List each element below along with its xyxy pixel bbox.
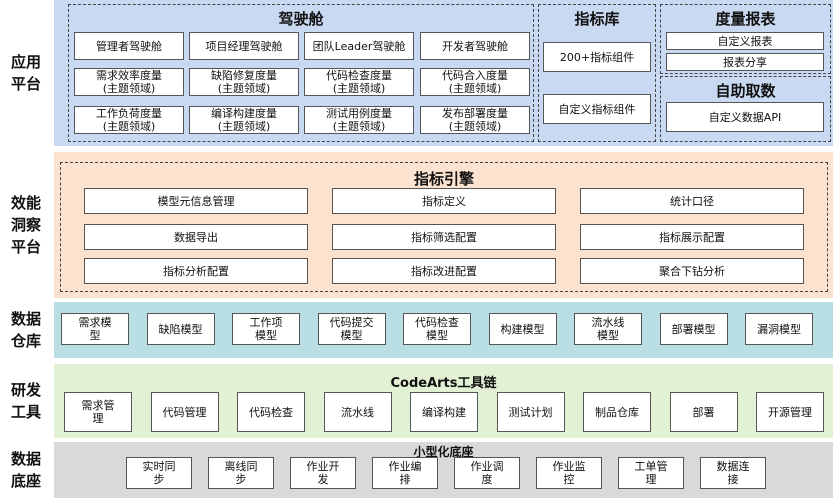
cockpit-item[interactable]: 工作负荷度量 (主题领域) xyxy=(74,106,184,134)
engine-item[interactable]: 指标展示配置 xyxy=(580,224,804,250)
layer-label-rdtools: 研发 工具 xyxy=(10,381,41,421)
cockpit-item[interactable]: 编译构建度量 (主题领域) xyxy=(189,106,299,134)
self-service-item[interactable]: 自定义数据API xyxy=(666,102,824,132)
layer-label-datawarehouse: 数据 仓库 xyxy=(10,310,41,350)
toolchain-item[interactable]: 代码管理 xyxy=(150,392,219,432)
toolchain-title: CodeArts工具链 xyxy=(390,376,497,391)
layer-label-efficiency: 效能 洞察 平台 xyxy=(10,194,41,256)
toolchain-item[interactable]: 开源管理 xyxy=(756,392,824,432)
base-item[interactable]: 数据连 接 xyxy=(700,457,766,489)
base-item[interactable]: 作业调 度 xyxy=(454,457,520,489)
rdtools-band: CodeArts工具链 需求管 理代码管理代码检查流水线编译构建测试计划制品仓库… xyxy=(54,364,833,438)
model-item[interactable]: 漏洞模型 xyxy=(745,313,813,345)
cockpit-item[interactable]: 代码合入度量 (主题领域) xyxy=(420,68,530,96)
toolchain-item[interactable]: 需求管 理 xyxy=(64,392,132,432)
cockpit-item[interactable]: 代码检查度量 (主题领域) xyxy=(304,68,414,96)
cockpit-item[interactable]: 发布部署度量 (主题领域) xyxy=(420,106,530,134)
toolchain-item[interactable]: 制品仓库 xyxy=(583,392,651,432)
cockpit-item[interactable]: 管理者驾驶舱 xyxy=(74,32,184,60)
engine-item[interactable]: 数据导出 xyxy=(84,224,308,250)
toolchain-item[interactable]: 流水线 xyxy=(323,392,392,432)
base-item[interactable]: 离线同 步 xyxy=(208,457,274,489)
base-item[interactable]: 作业监 控 xyxy=(536,457,602,489)
metrics-lib-group xyxy=(538,4,656,142)
cockpit-title: 驾驶舱 xyxy=(278,10,324,28)
cockpit-item[interactable]: 缺陷修复度量 (主题领域) xyxy=(189,68,299,96)
toolchain-item[interactable]: 测试计划 xyxy=(496,392,565,432)
reports-item[interactable]: 自定义报表 xyxy=(666,32,824,50)
cockpit-item[interactable]: 需求效率度量 (主题领域) xyxy=(74,68,184,96)
metrics-lib-item[interactable]: 200+指标组件 xyxy=(543,42,651,72)
cockpit-item[interactable]: 团队Leader驾驶舱 xyxy=(304,32,414,60)
model-item[interactable]: 代码提交 模型 xyxy=(317,313,386,345)
base-item[interactable]: 实时同 步 xyxy=(126,457,192,489)
reports-item[interactable]: 报表分享 xyxy=(666,53,824,71)
base-item[interactable]: 工单管 理 xyxy=(618,457,684,489)
datawarehouse-band: 需求模 型缺陷模型工作项 模型代码提交 模型代码检查 模型构建模型流水线 模型部… xyxy=(54,302,833,358)
engine-item[interactable]: 指标改进配置 xyxy=(332,258,556,284)
reports-title: 度量报表 xyxy=(715,10,776,28)
toolchain-item[interactable]: 代码检查 xyxy=(237,392,305,432)
self-service-title: 自助取数 xyxy=(715,82,776,100)
base-item[interactable]: 作业开 发 xyxy=(290,457,356,489)
engine-group xyxy=(60,162,828,292)
engine-item[interactable]: 指标分析配置 xyxy=(84,258,308,284)
efficiency-band: 指标引擎 模型元信息管理指标定义统计口径数据导出指标筛选配置指标展示配置指标分析… xyxy=(54,152,833,298)
engine-item[interactable]: 聚合下钻分析 xyxy=(580,258,804,284)
engine-item[interactable]: 指标筛选配置 xyxy=(332,224,556,250)
self-service-group xyxy=(660,76,831,142)
model-item[interactable]: 部署模型 xyxy=(659,313,728,345)
toolchain-item[interactable]: 部署 xyxy=(669,392,738,432)
model-item[interactable]: 缺陷模型 xyxy=(146,313,215,345)
metrics-lib-title: 指标库 xyxy=(574,10,620,28)
base-title: 小型化底座 xyxy=(413,445,474,459)
engine-item[interactable]: 指标定义 xyxy=(332,188,556,214)
engine-title: 指标引擎 xyxy=(413,170,474,188)
reports-group xyxy=(660,4,831,74)
engine-item[interactable]: 统计口径 xyxy=(580,188,804,214)
database-band: 小型化底座 实时同 步离线同 步作业开 发作业编 排作业调 度作业监 控工单管 … xyxy=(54,442,833,498)
cockpit-item[interactable]: 项目经理驾驶舱 xyxy=(189,32,299,60)
model-item[interactable]: 需求模 型 xyxy=(61,313,129,345)
cockpit-group xyxy=(68,4,534,142)
toolchain-item[interactable]: 编译构建 xyxy=(410,392,478,432)
base-item[interactable]: 作业编 排 xyxy=(372,457,438,489)
layer-label-app: 应用 平台 xyxy=(10,53,41,93)
model-item[interactable]: 构建模型 xyxy=(488,313,557,345)
layer-label-database: 数据 底座 xyxy=(10,450,41,490)
engine-item[interactable]: 模型元信息管理 xyxy=(84,188,308,214)
model-item[interactable]: 代码检查 模型 xyxy=(403,313,471,345)
metrics-lib-item[interactable]: 自定义指标组件 xyxy=(543,94,651,124)
model-item[interactable]: 工作项 模型 xyxy=(232,313,300,345)
model-item[interactable]: 流水线 模型 xyxy=(574,313,642,345)
app-platform-band: 驾驶舱 管理者驾驶舱项目经理驾驶舱团队Leader驾驶舱开发者驾驶舱需求效率度量… xyxy=(54,0,833,146)
cockpit-item[interactable]: 测试用例度量 (主题领域) xyxy=(304,106,414,134)
cockpit-item[interactable]: 开发者驾驶舱 xyxy=(420,32,530,60)
